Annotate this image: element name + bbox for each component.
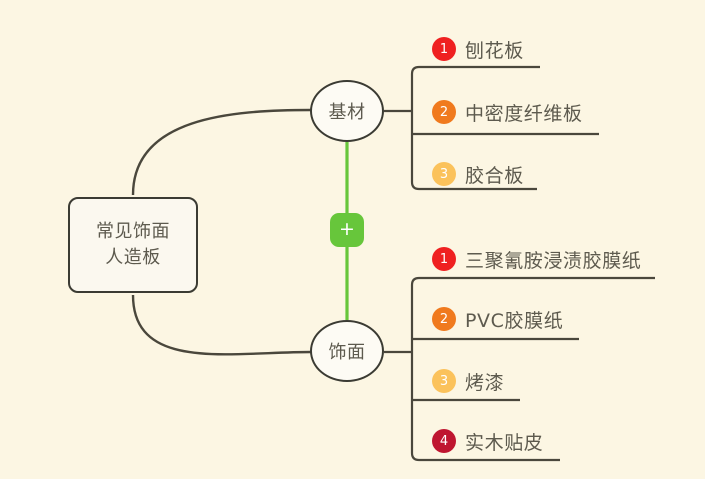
- status-badge: 1: [432, 37, 456, 61]
- list-item-label: 中密度纤维板: [465, 102, 583, 125]
- list-item-label: PVC胶膜纸: [465, 309, 564, 332]
- branch-node-label: 基材: [328, 102, 366, 123]
- list-item-label: 胶合板: [465, 164, 524, 187]
- branch-node-jicai[interactable]: 基材: [310, 80, 384, 142]
- plus-icon: +: [339, 217, 355, 240]
- status-badge: 1: [432, 247, 456, 271]
- collapse-toggle-button[interactable]: +: [330, 213, 364, 247]
- list-item[interactable]: 1 三聚氰胺浸渍胶膜纸: [432, 240, 641, 278]
- list-item-label: 烤漆: [465, 371, 505, 394]
- list-item[interactable]: 2 中密度纤维板: [432, 93, 583, 131]
- status-badge: 4: [432, 429, 456, 453]
- list-item[interactable]: 1 刨花板: [432, 30, 524, 68]
- list-item[interactable]: 2 PVC胶膜纸: [432, 300, 563, 338]
- connector-root-to-branch-1: [131, 294, 312, 356]
- status-badge: 3: [432, 369, 456, 393]
- list-item-label: 刨花板: [465, 39, 524, 62]
- branch-node-shimian[interactable]: 饰面: [310, 320, 384, 382]
- root-node[interactable]: 常见饰面 人造板: [68, 197, 198, 293]
- status-badge: 2: [432, 100, 456, 124]
- list-item-label: 三聚氰胺浸渍胶膜纸: [465, 249, 642, 272]
- root-node-line-1: 常见饰面: [96, 221, 170, 243]
- list-item[interactable]: 3 胶合板: [432, 155, 524, 193]
- list-item[interactable]: 3 烤漆: [432, 362, 504, 400]
- status-badge: 3: [432, 162, 456, 186]
- connector-root-to-branch-0: [131, 108, 312, 196]
- list-item[interactable]: 4 实木贴皮: [432, 422, 543, 460]
- branch-node-label: 饰面: [328, 342, 366, 363]
- status-badge: 2: [432, 307, 456, 331]
- list-item-label: 实木贴皮: [465, 431, 544, 454]
- root-node-line-2: 人造板: [105, 247, 161, 268]
